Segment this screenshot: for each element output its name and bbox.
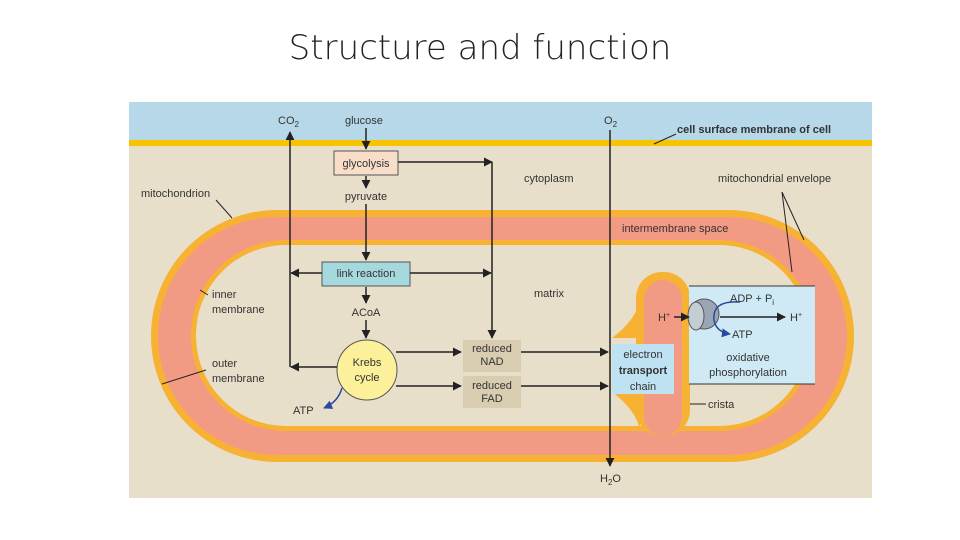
sky-region bbox=[129, 102, 872, 142]
slide-title: Structure and function bbox=[288, 28, 672, 68]
cell-surface-membrane bbox=[129, 140, 872, 146]
acoa-label: ACoA bbox=[352, 307, 381, 319]
mitochondrial-envelope-label: mitochondrial envelope bbox=[718, 173, 831, 185]
link-reaction-box bbox=[321, 261, 411, 287]
link-reaction-label: link reaction bbox=[337, 268, 396, 280]
co2-label: CO2 bbox=[278, 115, 300, 129]
etc-box bbox=[612, 344, 674, 394]
reduced-nad-label-2: NAD bbox=[480, 356, 503, 368]
arrow-adp-curve bbox=[713, 301, 741, 338]
krebs-cycle-circle bbox=[336, 339, 398, 401]
matrix-label: matrix bbox=[534, 288, 564, 300]
h-plus-left-label: H+ bbox=[658, 312, 670, 324]
etc-label-1: electron bbox=[623, 349, 662, 361]
h2o-label: H2O bbox=[600, 473, 621, 487]
crista-bulge-top bbox=[612, 300, 640, 338]
reduced-fad-box bbox=[463, 376, 521, 408]
h-plus-right-label: H+ bbox=[790, 312, 802, 324]
adp-pi-label: ADP + Pi bbox=[730, 293, 774, 307]
outer-membrane-label-1: outer bbox=[212, 358, 237, 370]
etc-label-3: chain bbox=[630, 381, 656, 393]
inner-membrane-label-2: membrane bbox=[212, 304, 265, 316]
leader-envelope-1 bbox=[781, 191, 805, 241]
o2-label: O2 bbox=[604, 115, 618, 129]
arrow-krebs-to-atp bbox=[323, 387, 343, 409]
glycolysis-box bbox=[333, 150, 399, 176]
krebs-label-1: Krebs bbox=[353, 357, 382, 369]
pyruvate-label: pyruvate bbox=[345, 191, 387, 203]
mitochondrion-label: mitochondrion bbox=[141, 188, 210, 200]
glycolysis-label: glycolysis bbox=[342, 158, 390, 170]
crista-bulge-bottom bbox=[612, 392, 640, 430]
leader-envelope-2 bbox=[781, 191, 793, 273]
atp-krebs-label: ATP bbox=[293, 405, 314, 417]
cytoplasm-label: cytoplasm bbox=[524, 173, 574, 185]
crista-label: crista bbox=[708, 399, 735, 411]
leader-outer-membrane bbox=[161, 369, 207, 385]
etc-label-2: transport bbox=[619, 365, 668, 377]
outer-membrane-label-2: membrane bbox=[212, 373, 265, 385]
reduced-nad-box bbox=[463, 340, 521, 372]
krebs-label-2: cycle bbox=[354, 372, 379, 384]
leader-mitochondrion bbox=[215, 199, 233, 219]
oxphos-label-2: phosphorylation bbox=[709, 367, 787, 379]
inner-membrane-label-1: inner bbox=[212, 289, 237, 301]
oxphos-label-1: oxidative bbox=[726, 352, 769, 364]
leader-cell-surface bbox=[653, 133, 677, 145]
reduced-nad-label-1: reduced bbox=[472, 343, 512, 355]
intermembrane-space-label: intermembrane space bbox=[622, 223, 728, 235]
reduced-fad-label-1: reduced bbox=[472, 380, 512, 392]
leader-inner-membrane bbox=[199, 289, 209, 296]
atp-oxphos-label: ATP bbox=[732, 329, 753, 341]
glucose-label: glucose bbox=[345, 115, 383, 127]
atp-synthase-stalk bbox=[687, 301, 705, 331]
cell-surface-membrane-label: cell surface membrane of cell bbox=[677, 124, 831, 136]
reduced-fad-label-2: FAD bbox=[481, 393, 502, 405]
